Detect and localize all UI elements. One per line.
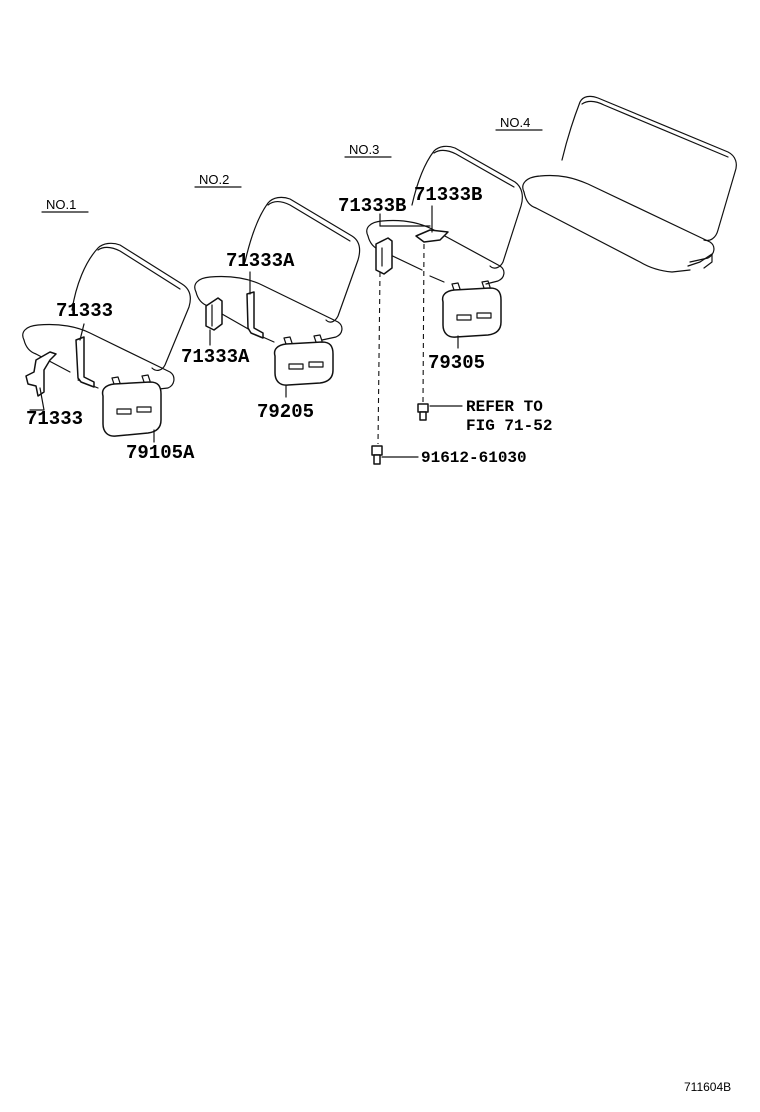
bolt-refer-fig: [417, 403, 429, 421]
part-label-91612-61030: 91612-61030: [421, 449, 527, 467]
bracket-71333A-seat2-upper: [246, 291, 264, 339]
seat-label-no4: NO.4: [500, 115, 530, 130]
bolt-91612-61030: [371, 445, 383, 465]
cover-79105A: [101, 374, 162, 437]
seat-label-no1: NO.1: [46, 197, 76, 212]
part-label-79105A: 79105A: [126, 442, 195, 464]
part-label-71333B-left: 71333B: [338, 195, 406, 217]
part-label-71333A-upper: 71333A: [226, 250, 295, 272]
leader-lines: [29, 205, 463, 458]
part-label-71333-lower: 71333: [26, 408, 83, 430]
part-label-79305: 79305: [428, 352, 485, 374]
bracket-71333B-seat3-left: [375, 237, 393, 275]
seat-no4-bench: [522, 95, 737, 273]
seat-label-no2: NO.2: [199, 172, 229, 187]
seat-no3: [366, 145, 523, 285]
part-label-71333-upper: 71333: [56, 300, 113, 322]
part-label-79205: 79205: [257, 401, 314, 423]
bracket-71333B-seat3-right: [415, 229, 449, 243]
part-label-71333A-lower: 71333A: [181, 346, 250, 368]
bracket-71333-seat1-upper: [75, 336, 95, 388]
bracket-71333-seat1-lower: [25, 351, 57, 397]
seat-label-no3: NO.3: [349, 142, 379, 157]
cover-79205: [273, 334, 334, 386]
refer-note-line2: FIG 71-52: [466, 417, 552, 435]
figure-reference-number: 711604B: [684, 1080, 731, 1094]
cover-79305: [441, 280, 502, 338]
bracket-71333A-seat2-lower: [205, 297, 223, 331]
refer-note-line1: REFER TO: [466, 398, 543, 416]
seat-no2: [194, 196, 361, 343]
part-label-71333B-right: 71333B: [414, 184, 482, 206]
